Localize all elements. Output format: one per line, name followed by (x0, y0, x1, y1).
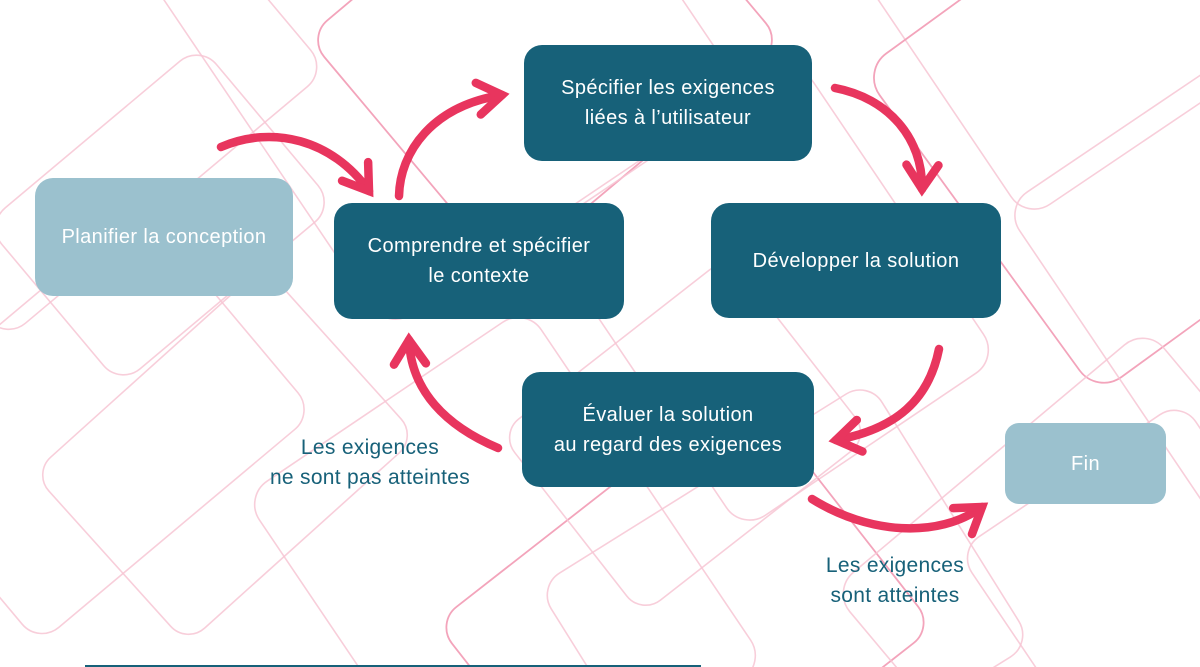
node-fin: Fin (1005, 423, 1166, 504)
node-evaluer-solution: Évaluer la solution au regard des exigen… (522, 372, 814, 487)
arrow-evaluer-to-comprendre (389, 332, 503, 453)
arrow-planifier-to-comprendre (216, 132, 374, 198)
node-label: Développer la solution (752, 249, 960, 272)
node-planifier-conception: Planifier la conception (35, 178, 293, 296)
arrow-evaluer-to-fin (807, 494, 989, 539)
arrow-specifier-to-developper (830, 83, 943, 197)
node-comprendre-contexte: Comprendre et spécifier le contexte (334, 203, 624, 319)
bottom-accent-line (85, 665, 701, 667)
node-label: Évaluer la solution au regard des exigen… (553, 403, 783, 456)
edge-label-exigences-atteintes: Les exigences sont atteintes (825, 554, 965, 607)
node-label: Comprendre et spécifier le contexte (367, 235, 591, 287)
node-label: Fin (1071, 452, 1100, 475)
node-label: Planifier la conception (61, 226, 267, 248)
node-developper-solution: Développer la solution (711, 203, 1001, 318)
arrow-comprendre-to-specifier (394, 78, 510, 201)
edge-label-exigences-non-atteintes: Les exigences ne sont pas atteintes (269, 436, 471, 489)
node-specifier-exigences: Spécifier les exigences liées à l’utilis… (524, 45, 812, 161)
node-label: Spécifier les exigences liées à l’utilis… (561, 77, 775, 129)
arrow-developper-to-evaluer (828, 344, 944, 456)
